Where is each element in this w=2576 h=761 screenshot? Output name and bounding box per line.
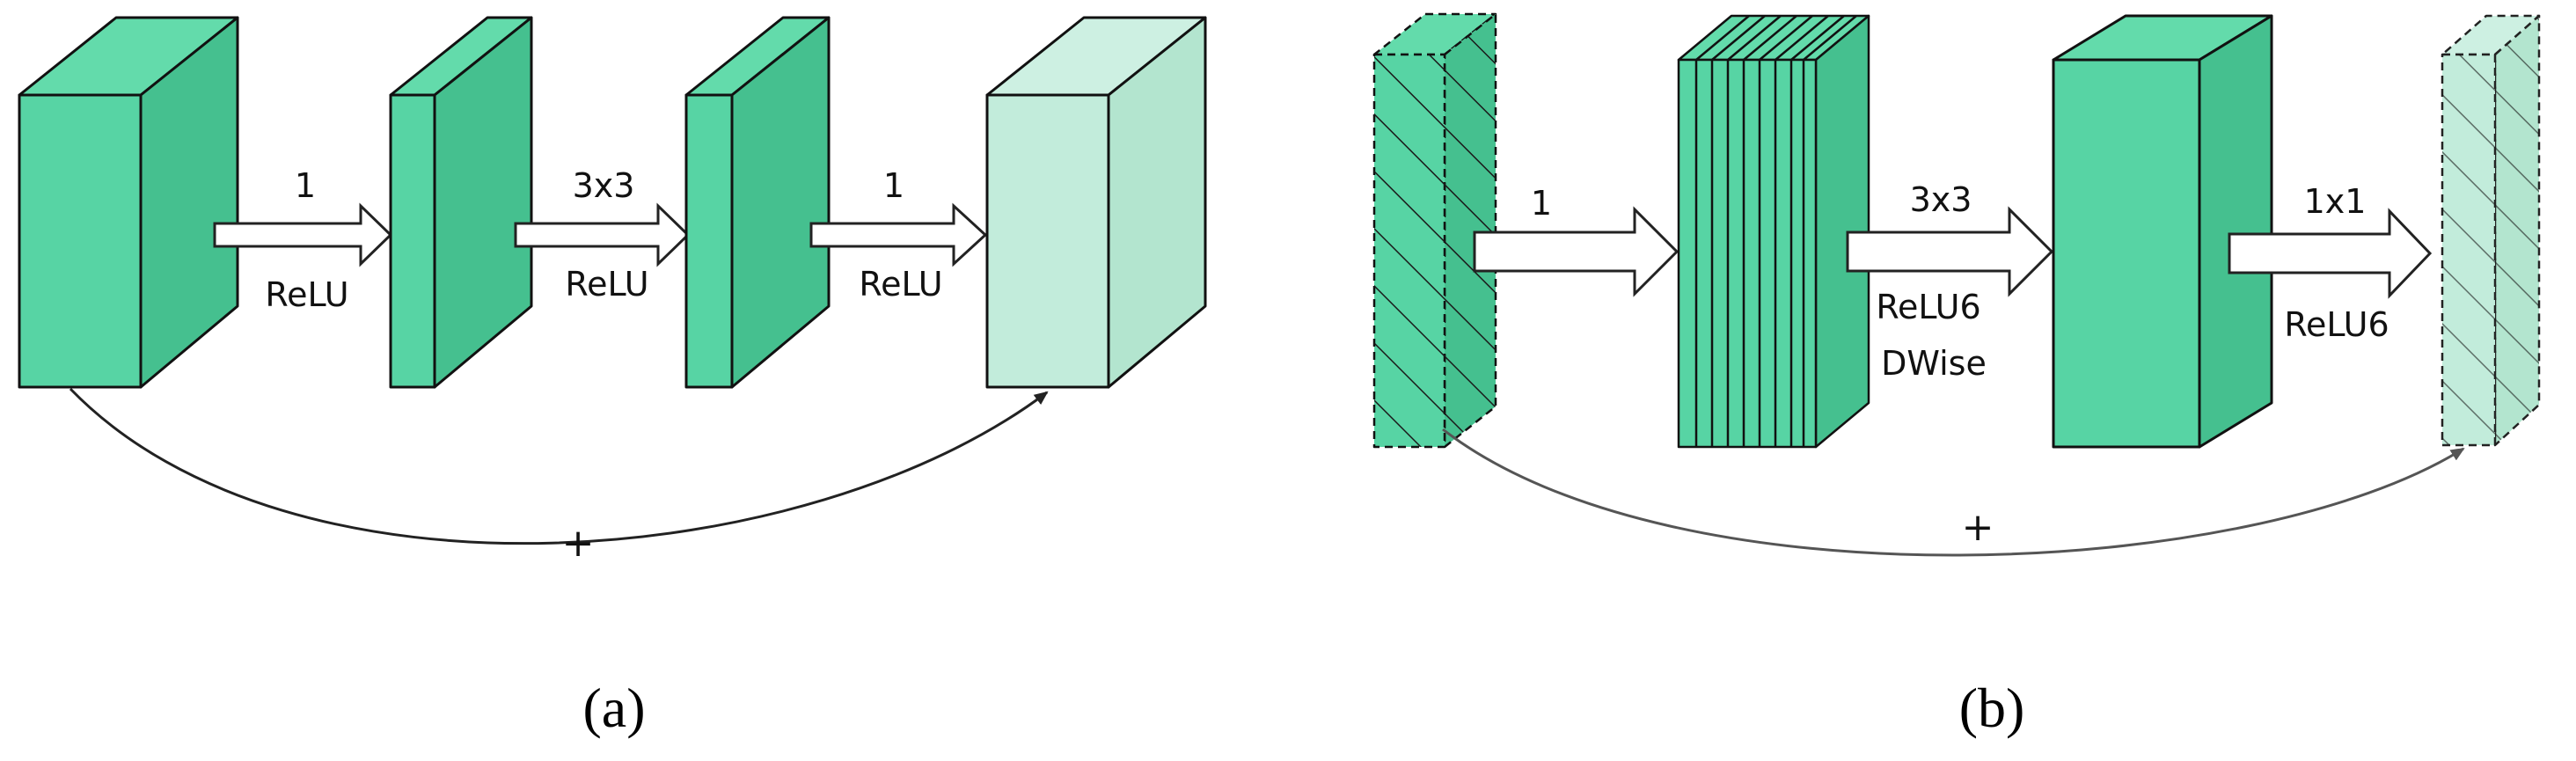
arrow-b-1-top-label: 1 <box>1531 184 1552 223</box>
expansion-block-a <box>389 16 533 389</box>
arrow-b-2 <box>1846 206 2054 297</box>
arrow-a-3 <box>809 202 988 267</box>
expansion-block-b <box>1677 14 1870 449</box>
input-block-b <box>1372 12 1497 449</box>
arrow-a-1 <box>213 202 393 267</box>
arrow-a-2-top-label: 3x3 <box>573 166 635 205</box>
arrow-a-1-bottom-label: ReLU <box>265 275 348 314</box>
panel-a: 1 ReLU 3x3 ReLU 1 ReLU <box>18 16 1207 739</box>
caption-b: (b) <box>1959 677 2025 739</box>
conv-block-a <box>684 16 831 389</box>
arrow-b-2-top-label: 3x3 <box>1910 180 1972 219</box>
skip-connection-a <box>69 387 1049 545</box>
arrow-a-3-top-label: 1 <box>883 166 904 205</box>
depthwise-slices <box>1694 15 1857 447</box>
output-block-a <box>985 16 1207 389</box>
depthwise-conv-block-b <box>2052 14 2273 449</box>
arrow-a-2-bottom-label: ReLU <box>565 265 648 304</box>
arrow-a-3-bottom-label: ReLU <box>859 265 942 304</box>
arrow-b-3 <box>2228 208 2433 299</box>
skip-connection-b <box>1442 428 2465 557</box>
arrow-b-2-bottom-label-2: DWise <box>1881 344 1987 383</box>
skip-plus-b: + <box>1962 505 1994 550</box>
arrow-a-1-top-label: 1 <box>295 166 316 205</box>
arrow-b-1 <box>1473 206 1680 297</box>
arrow-b-3-bottom-label: ReLU6 <box>2284 305 2389 344</box>
caption-a: (a) <box>582 677 645 739</box>
output-block-b <box>2441 14 2541 447</box>
input-block-a <box>18 16 239 389</box>
skip-plus-a: + <box>562 521 595 566</box>
arrow-b-2-bottom-label: ReLU6 <box>1876 288 1980 326</box>
arrow-a-2 <box>514 202 691 267</box>
panel-b: 1 <box>1372 12 2541 739</box>
arrow-b-3-top-label: 1x1 <box>2304 182 2367 221</box>
